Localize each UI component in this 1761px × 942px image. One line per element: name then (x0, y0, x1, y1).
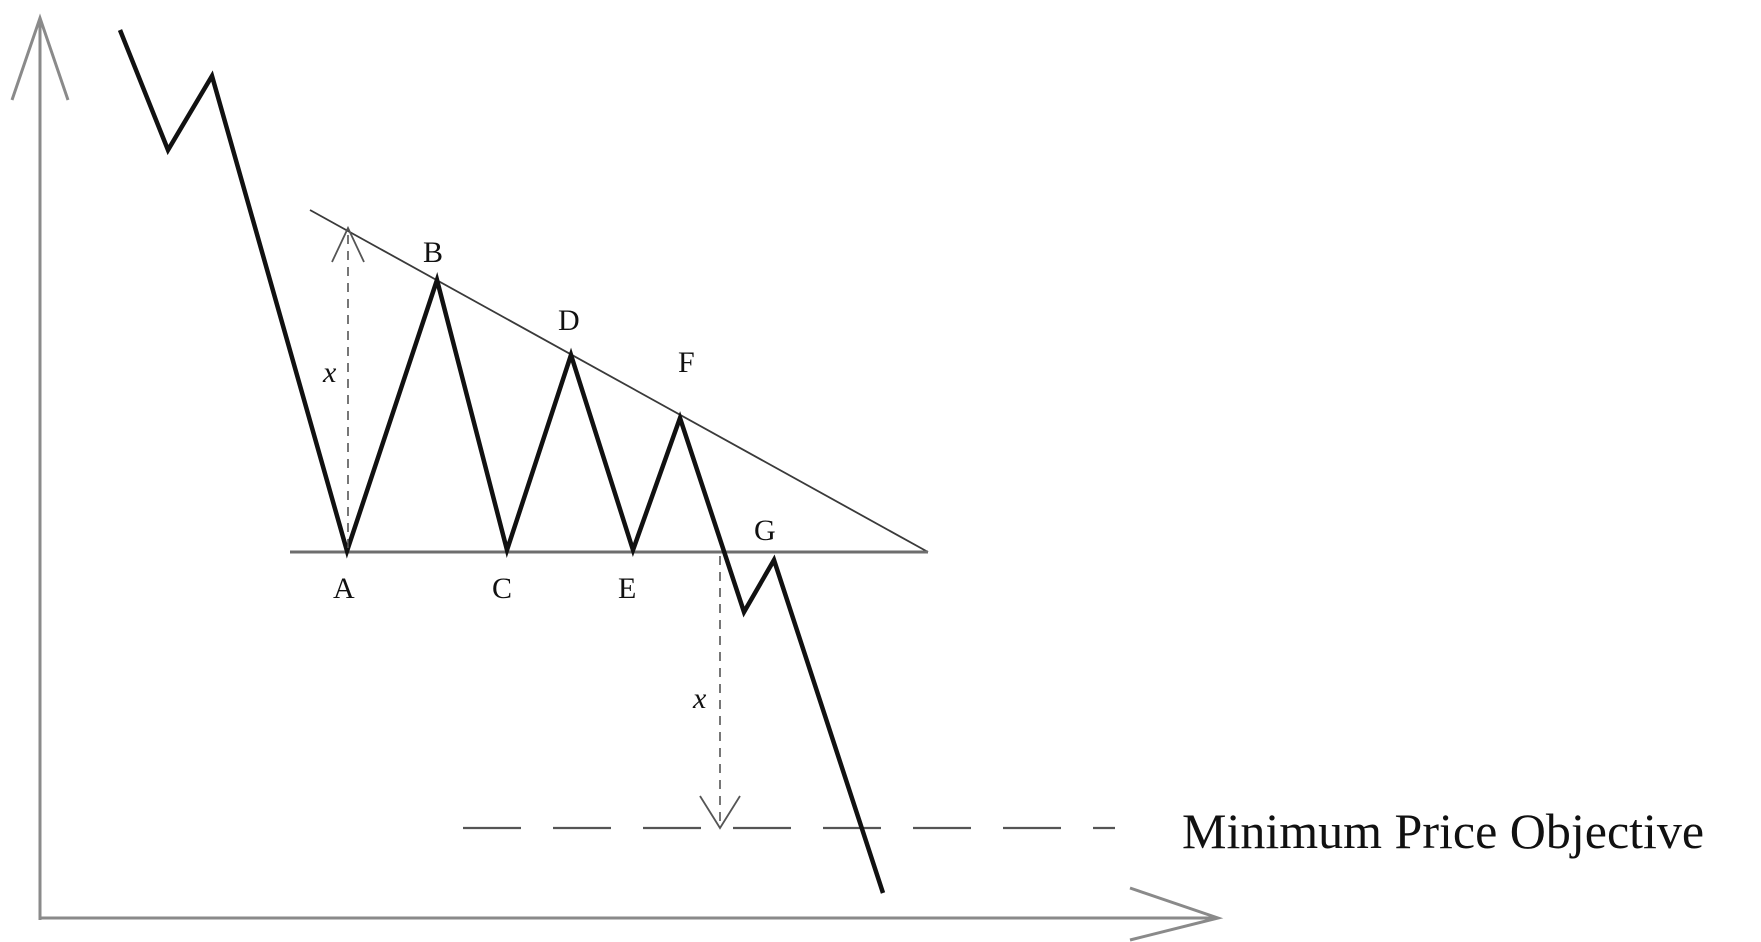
y-axis-arrowhead (10, 13, 70, 101)
descending-trendline (309, 209, 929, 553)
label-point-b: B (423, 236, 443, 269)
label-projection-height: x (692, 682, 707, 715)
label-point-g: G (754, 514, 776, 547)
price-path (117, 29, 886, 894)
label-point-e: E (618, 572, 636, 605)
label-pattern-height: x (322, 356, 337, 389)
label-point-a: A (333, 572, 355, 605)
label-point-d: D (558, 304, 580, 337)
label-point-f: F (678, 346, 695, 379)
pattern-height-arrowhead (331, 225, 365, 263)
axes (10, 13, 1224, 942)
label-minimum-price-objective: Minimum Price Objective (1182, 803, 1704, 859)
x-axis-arrowhead (1129, 886, 1224, 942)
projection-arrowhead (699, 795, 741, 830)
label-point-c: C (492, 572, 512, 605)
